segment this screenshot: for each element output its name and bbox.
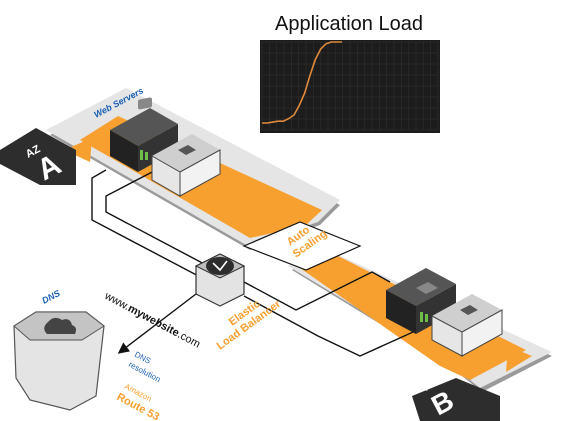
chart-grid [261, 41, 439, 131]
server-a-dark-led2-icon [145, 152, 148, 160]
website-url: www.mywebsite.com [102, 290, 202, 351]
server-b-light [431, 294, 503, 357]
server-a-dark [110, 97, 178, 172]
server-a-light [151, 134, 221, 197]
elastic-load-balancer: Elastic Load Balancer [194, 253, 284, 352]
elb-to-server-a1-line [91, 169, 207, 281]
elb-to-server-b1-line [243, 271, 391, 311]
server-a-dark-logo-icon [138, 97, 152, 110]
dns-request-arrow [117, 293, 197, 354]
server-a-dark-left [110, 130, 138, 172]
az-a-badge-shape [0, 128, 76, 185]
connections [91, 169, 445, 357]
az-b-badge: AZ B [412, 376, 500, 421]
server-a-light-right [179, 149, 221, 197]
az-a-badge: AZ A [0, 128, 76, 187]
server-a-light-logo-icon [178, 145, 196, 155]
lane-a-arrow-tip [64, 138, 92, 162]
auto-scaling-connector [242, 221, 362, 271]
application-load-line [262, 41, 342, 124]
server-b-dark [386, 268, 456, 334]
server-b-dark-left [386, 290, 416, 334]
server-b-light-right [461, 309, 503, 357]
server-a-dark-top [110, 108, 178, 146]
lane-b-arrow-tip [506, 346, 532, 372]
dns-cloud-icon [44, 317, 76, 334]
auto-scaling-bridge: Auto Scaling [242, 221, 362, 271]
elb-to-server-b2-line [243, 295, 445, 357]
server-b-light-logo-icon [460, 305, 478, 315]
server-a-dark-led-icon [140, 150, 143, 160]
elb-to-server-a2-line [105, 169, 209, 267]
server-b-dark-logo-icon [416, 282, 438, 294]
az-b-badge-shape [412, 378, 500, 421]
dns-title: DNS [40, 288, 61, 306]
server-b-dark-led-icon [420, 312, 423, 322]
elb-icon [206, 257, 234, 275]
server-b-dark-led2-icon [425, 314, 428, 322]
elb-arrow-icon [212, 260, 228, 272]
chart-title: Application Load [275, 13, 423, 35]
application-load-chart: Application Load [260, 13, 440, 133]
